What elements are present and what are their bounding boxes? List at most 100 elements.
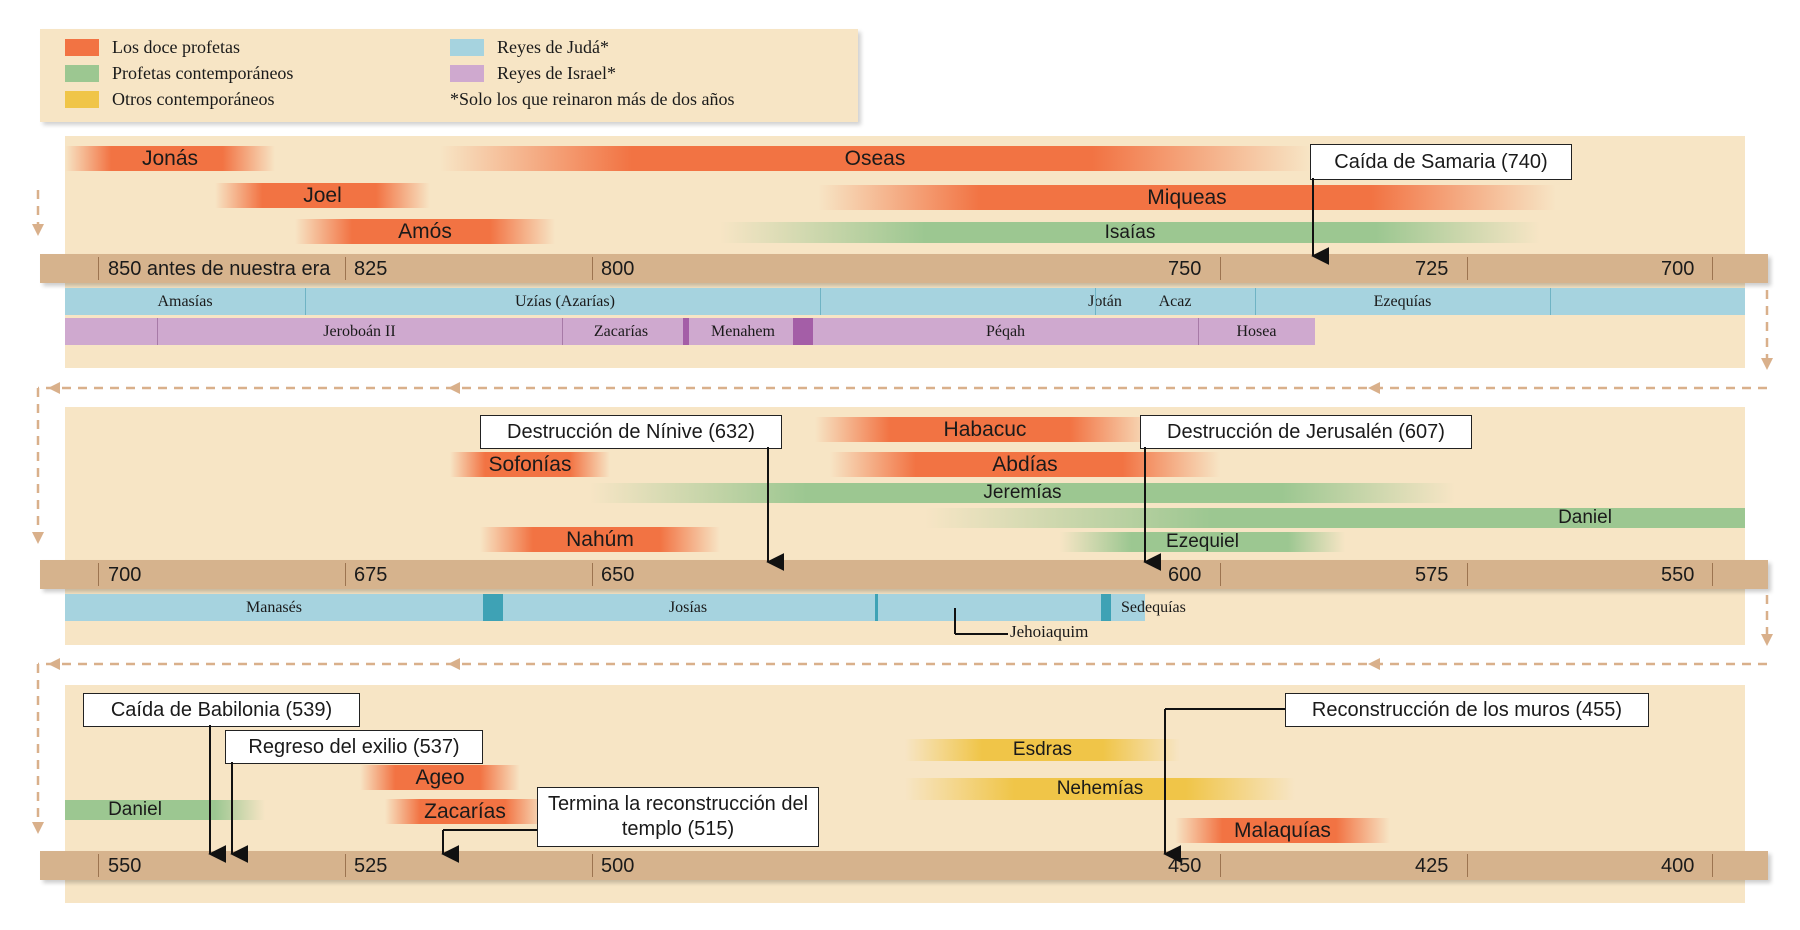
callout-text: Regreso del exilio (537) (248, 735, 460, 758)
judah-kings-row2: Manasés Josías Sedequías (65, 594, 1186, 621)
axis-row2: 700 675 650 600 575 550 (40, 560, 1768, 589)
bar-isaias: Isaías (720, 222, 1540, 243)
bar-label: Ageo (415, 765, 465, 789)
callout-text: Destrucción de Jerusalén (607) (1167, 420, 1445, 443)
bar-label: Jeremías (983, 482, 1062, 503)
callout-text: Caída de Samaria (740) (1334, 150, 1548, 173)
bar-ezequiel: Ezequiel (1060, 531, 1345, 552)
tick (1712, 257, 1713, 280)
tick (345, 854, 346, 877)
bar-label: Amós (398, 219, 452, 243)
bar-label: Zacarías (424, 799, 506, 823)
bar-label: Ezequiel (1166, 531, 1239, 552)
bar-label: Sofonías (488, 452, 572, 476)
divider (1255, 288, 1256, 315)
axis-row3: 550 525 500 450 425 400 (40, 851, 1768, 880)
legend-item-kings-judah: Reyes de Judá* (450, 37, 609, 58)
bar-daniel-row3: Daniel (65, 799, 265, 820)
callout-text: Destrucción de Nínive (632) (507, 420, 755, 443)
tick (1467, 854, 1468, 877)
tick (1467, 563, 1468, 586)
king-label: Sedequías (1121, 598, 1186, 616)
callout-caida-babilonia: Caída de Babilonia (539) (83, 693, 360, 727)
callout-text: Caída de Babilonia (539) (110, 698, 333, 721)
flow-dashes (36, 190, 1769, 828)
bar-label: Joel (303, 183, 342, 207)
bar-label: Oseas (844, 146, 906, 170)
swatch-green (65, 65, 99, 82)
swatch-blue (450, 39, 484, 56)
bar-label: Daniel (108, 799, 162, 820)
tick (345, 257, 346, 280)
bar-label: Nahúm (566, 527, 634, 551)
king-menahem: Menahem (711, 322, 775, 340)
flow-arrowheads (32, 224, 1773, 834)
bar-oseas: Oseas (440, 146, 1310, 171)
callout-destruccion-ninive: Destrucción de Nínive (632) (480, 415, 782, 449)
bar-daniel-row2: Daniel (925, 507, 1745, 528)
bar-label: Miqueas (1147, 185, 1227, 209)
king-jotan: Jotán (1088, 292, 1122, 310)
tick-label: 400 (1661, 855, 1695, 877)
tick (345, 563, 346, 586)
tick (592, 563, 593, 586)
tick (1220, 257, 1221, 280)
axis-row1: 850 antes de nuestra era 825 800 750 725… (40, 254, 1768, 283)
divider (483, 594, 503, 621)
tick-label: 825 (354, 258, 388, 280)
tick-label: 500 (601, 855, 635, 877)
divider (683, 318, 689, 345)
bar-nehemias: Nehemías (905, 778, 1295, 800)
legend-item-kings-israel: Reyes de Israel* (450, 63, 616, 84)
callout-text: Reconstrucción de los muros (455) (1311, 698, 1623, 721)
bar-label: Abdías (992, 452, 1058, 476)
tick (98, 854, 99, 877)
legend-label: Reyes de Judá* (497, 37, 609, 57)
bar-malaquias: Malaquías (1175, 818, 1390, 843)
tick (1220, 563, 1221, 586)
king-ezequias: Ezequías (1373, 292, 1432, 310)
callout-reconstruccion-templo: Termina la reconstrucción del templo (51… (537, 787, 819, 847)
divider (875, 594, 878, 621)
israel-kings-row1: Jeroboán II Zacarías Menahem Péqah Hosea (65, 318, 1315, 345)
legend-item-contemporary-prophets: Profetas contemporáneos (65, 63, 293, 84)
tick-label: 850 antes de nuestra era (108, 258, 331, 280)
divider (305, 288, 306, 315)
tick-label: 725 (1415, 258, 1449, 280)
swatch-orange (65, 39, 99, 56)
bar-sofonias: Sofonías (450, 452, 610, 477)
divider (562, 318, 563, 345)
swatch-yellow (65, 91, 99, 108)
bar-miqueas: Miqueas (818, 185, 1556, 210)
tick (1712, 563, 1713, 586)
bar-esdras: Esdras (905, 739, 1180, 761)
king-jeroboan: Jeroboán II (323, 322, 396, 340)
judah-kings-row1: Amasías Uzías (Azarías) Jotán Acaz Ezequ… (65, 288, 1745, 315)
bar-label: Habacuc (943, 417, 1027, 441)
bar-jonas: Jonás (65, 146, 275, 171)
king-acaz: Acaz (1158, 292, 1192, 310)
tick-label: 425 (1415, 855, 1449, 877)
legend-label: Profetas contemporáneos (112, 63, 294, 83)
legend-item-other-contemporaries: Otros contemporáneos (65, 89, 274, 110)
callout-text: Termina la reconstrucción del templo (51… (547, 793, 809, 840)
bar-jeremias: Jeremías (590, 482, 1455, 503)
tick-label: 800 (601, 258, 635, 280)
tick (1712, 854, 1713, 877)
king-hosea: Hosea (1236, 322, 1277, 340)
legend-note: *Solo los que reinaron más de dos años (450, 89, 735, 109)
divider (1095, 288, 1096, 315)
divider (793, 318, 813, 345)
tick-label: 700 (1661, 258, 1695, 280)
king-zacarias: Zacarías (593, 322, 649, 340)
legend-label: Otros contemporáneos (112, 89, 275, 109)
tick-label: 575 (1415, 564, 1449, 586)
tick (592, 257, 593, 280)
legend-label: Reyes de Israel* (497, 63, 616, 83)
bar-zacarias: Zacarías (385, 799, 545, 824)
tick (1220, 854, 1221, 877)
callout-reconstruccion-muros: Reconstrucción de los muros (455) (1285, 693, 1649, 727)
tick (98, 257, 99, 280)
bar-amos: Amós (295, 219, 555, 244)
